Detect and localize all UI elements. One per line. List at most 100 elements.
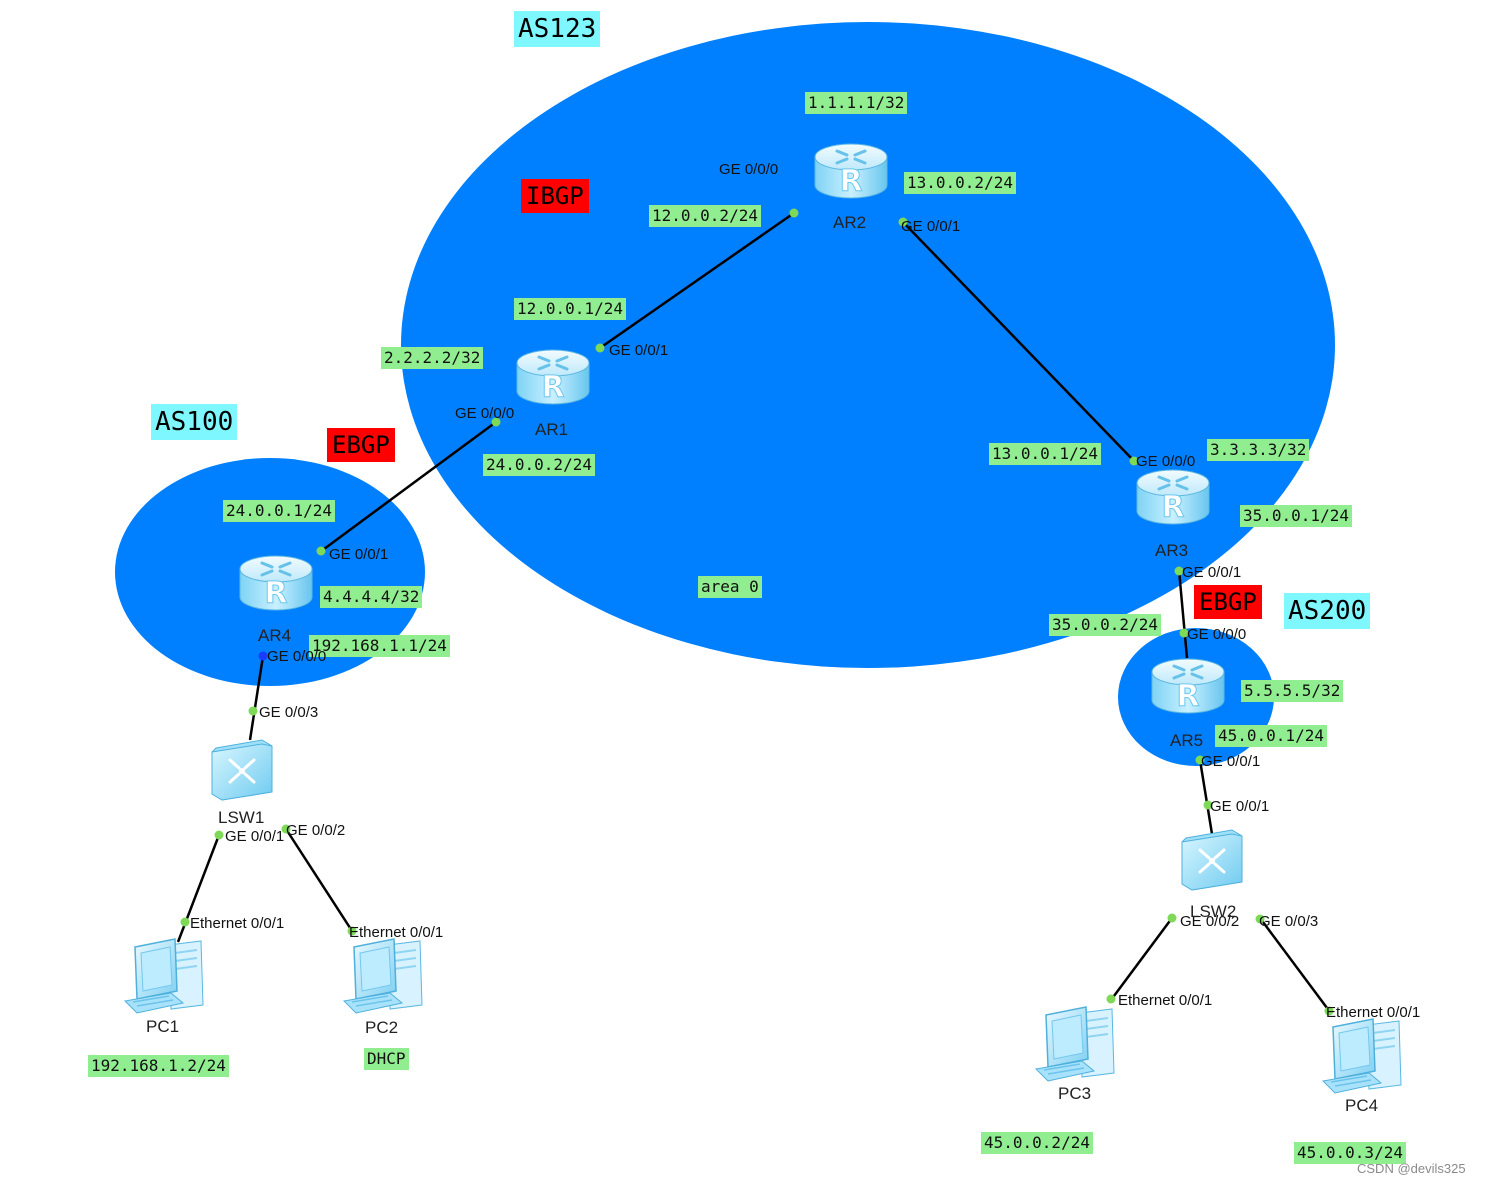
pc2-ip: DHCP <box>364 1048 409 1070</box>
ar4-loopback-ip: 4.4.4.4/32 <box>320 586 423 608</box>
ebgp-left-label: EBGP <box>327 428 395 462</box>
link-ar3-ar5 <box>1177 569 1189 659</box>
pc1-eth-port: Ethernet 0/0/1 <box>190 915 285 932</box>
ar1-loopback-ip: 2.2.2.2/32 <box>381 347 484 369</box>
port-dot-ar1-ge000 <box>491 417 501 427</box>
pc4-name: PC4 <box>1345 1096 1379 1115</box>
pc4-icon[interactable] <box>1322 1018 1402 1094</box>
pc4-eth-port: Ethernet 0/0/1 <box>1326 1004 1421 1021</box>
port-dot-pc4-eth <box>1324 1006 1334 1016</box>
link-lsw2-pc3 <box>1109 917 1174 1001</box>
link-lsw1-pc2 <box>284 828 356 935</box>
watermark: CSDN @devils325 <box>1357 1161 1466 1176</box>
ar1-name: AR1 <box>535 420 569 439</box>
ar2-ge001-ip: 13.0.0.2/24 <box>904 172 1016 194</box>
as100-label: AS100 <box>151 404 238 440</box>
port-dot-ar2-ge001 <box>898 217 908 227</box>
link-lsw2-pc4 <box>1258 917 1332 1013</box>
ar1-ge000-port: GE 0/0/0 <box>455 405 515 422</box>
pc3-eth-port: Ethernet 0/0/1 <box>1118 992 1213 1009</box>
ar5-loopback-ip: 5.5.5.5/32 <box>1241 680 1344 702</box>
ar4-ge001-ip: 24.0.0.1/24 <box>223 500 335 522</box>
pc2-name: PC2 <box>365 1018 399 1037</box>
ar5-name: AR5 <box>1170 731 1204 750</box>
lsw2-ge002-port: GE 0/0/2 <box>1180 913 1240 930</box>
port-dot-ar3-ge001 <box>1174 566 1184 576</box>
as123-region <box>401 22 1335 668</box>
pc3-ip: 45.0.0.2/24 <box>981 1132 1093 1154</box>
port-dot-ar4-ge000 <box>258 651 268 661</box>
port-dot-ar5-ge001 <box>1195 755 1205 765</box>
ar3-loopback-ip: 3.3.3.3/32 <box>1207 439 1310 461</box>
pc1-icon[interactable] <box>124 938 204 1014</box>
ar2-ge000-port: GE 0/0/0 <box>719 161 779 178</box>
ar1-ge001-ip: 12.0.0.1/24 <box>514 298 626 320</box>
ar3-ge001-ip: 35.0.0.1/24 <box>1240 505 1352 527</box>
ar5-ge001-port: GE 0/0/1 <box>1201 753 1261 770</box>
port-dot-pc3-eth <box>1106 994 1116 1004</box>
pc2-icon[interactable] <box>343 938 423 1014</box>
router-ar1-icon[interactable] <box>515 348 591 407</box>
port-dot-lsw2-ge002 <box>1167 913 1177 923</box>
switch-lsw2-icon[interactable] <box>1180 828 1244 892</box>
port-dot-ar1-ge001 <box>595 343 605 353</box>
switch-lsw1-icon[interactable] <box>210 738 274 802</box>
lsw1-ge001-port: GE 0/0/1 <box>225 828 285 845</box>
pc3-icon[interactable] <box>1035 1006 1115 1082</box>
lsw1-ge003-port: GE 0/0/3 <box>259 704 319 721</box>
ar1-ge001-port: GE 0/0/1 <box>609 342 669 359</box>
ar3-ge000-ip: 13.0.0.1/24 <box>989 443 1101 465</box>
router-ar5-icon[interactable] <box>1150 657 1226 716</box>
ar4-ge000-ip: 192.168.1.1/24 <box>309 635 450 657</box>
port-dot-ar2-ge000 <box>789 208 799 218</box>
ar5-ge000-ip: 35.0.0.2/24 <box>1049 614 1161 636</box>
ar3-name: AR3 <box>1155 541 1189 560</box>
port-dot-lsw2-ge001 <box>1203 800 1213 810</box>
port-dot-lsw2-ge003 <box>1255 914 1265 924</box>
lsw2-ge001-port: GE 0/0/1 <box>1210 798 1270 815</box>
link-ar5-lsw2 <box>1198 759 1214 835</box>
ar2-loopback-ip: 1.1.1.1/32 <box>805 92 908 114</box>
port-dot-lsw1-ge003 <box>248 706 258 716</box>
pc2-eth-port: Ethernet 0/0/1 <box>349 924 444 941</box>
port-dot-pc1-eth <box>180 917 190 927</box>
ar4-ge001-port: GE 0/0/1 <box>329 546 389 563</box>
ar3-ge000-port: GE 0/0/0 <box>1136 453 1196 470</box>
ar5-ge001-ip: 45.0.0.1/24 <box>1215 725 1327 747</box>
link-ar4-lsw1 <box>248 655 265 741</box>
ibgp-label: IBGP <box>521 179 589 213</box>
ar2-name: AR2 <box>833 213 867 232</box>
port-dot-ar3-ge000 <box>1129 456 1139 466</box>
area0-label: area 0 <box>698 576 762 598</box>
pc1-ip: 192.168.1.2/24 <box>88 1055 229 1077</box>
port-dot-lsw1-ge002 <box>281 824 291 834</box>
ar2-ge000-ip: 12.0.0.2/24 <box>649 205 761 227</box>
ar4-ge000-port: GE 0/0/0 <box>267 648 327 665</box>
port-dot-ar5-ge000 <box>1179 628 1189 638</box>
link-ar2-ar3 <box>902 221 1135 462</box>
pc1-name: PC1 <box>146 1017 180 1036</box>
ebgp-right-label: EBGP <box>1194 585 1262 619</box>
as123-label: AS123 <box>514 11 601 47</box>
lsw1-name: LSW1 <box>218 808 265 827</box>
link-ar1-ar4 <box>319 420 497 554</box>
pc3-name: PC3 <box>1058 1084 1092 1103</box>
link-ar1-ar2 <box>599 211 795 350</box>
lsw2-name: LSW2 <box>1190 902 1237 921</box>
as200-label: AS200 <box>1284 593 1371 629</box>
lsw2-ge003-port: GE 0/0/3 <box>1259 913 1319 930</box>
ar2-ge001-port: GE 0/0/1 <box>901 218 961 235</box>
lsw1-ge002-port: GE 0/0/2 <box>286 822 346 839</box>
pc4-ip: 45.0.0.3/24 <box>1294 1142 1406 1164</box>
router-ar2-icon[interactable] <box>813 142 889 201</box>
ar4-name: AR4 <box>258 626 292 645</box>
port-dot-ar4-ge001 <box>316 546 326 556</box>
ar5-ge000-port: GE 0/0/0 <box>1187 626 1247 643</box>
port-dot-lsw1-ge001 <box>214 830 224 840</box>
ar1-ge000-ip: 24.0.0.2/24 <box>483 454 595 476</box>
router-ar3-icon[interactable] <box>1135 468 1211 527</box>
ar3-ge001-port: GE 0/0/1 <box>1182 564 1242 581</box>
router-ar4-icon[interactable] <box>238 554 314 613</box>
port-dot-pc2-eth <box>347 926 357 936</box>
